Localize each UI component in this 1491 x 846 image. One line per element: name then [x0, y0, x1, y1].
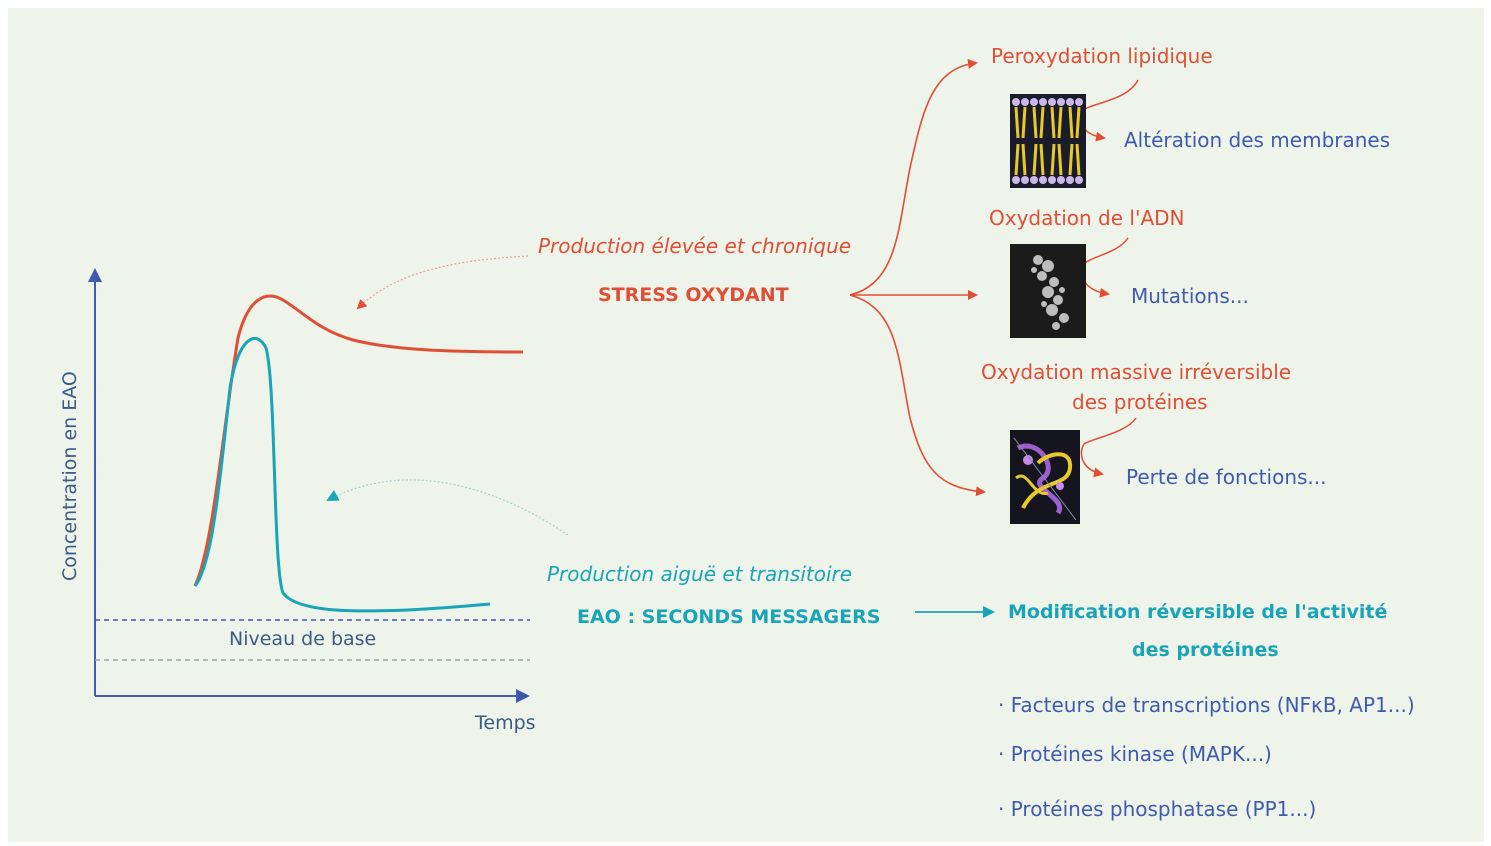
effect-3-cause-line1: Oxydation massive irréversible: [981, 360, 1292, 384]
example-text: Protéines kinase (MAPK...): [1010, 742, 1272, 766]
acute-production-curve: [193, 336, 491, 613]
diagram-graphics: [88, 58, 1139, 703]
chronic-production-curve: [193, 294, 524, 587]
x-axis-label: Temps: [475, 712, 536, 734]
messenger-title: EAO : SECONDS MESSAGERS: [577, 606, 881, 628]
graph-axes: [88, 268, 530, 703]
example-item: · Facteurs de transcriptions (NFκB, AP1.…: [998, 693, 1415, 717]
example-text: Protéines phosphatase (PP1...): [1010, 797, 1317, 821]
effect-1-consequence: Altération des membranes: [1124, 128, 1391, 152]
bullet-icon: ·: [998, 797, 1005, 821]
effect-2-cause: Oxydation de l'ADN: [989, 206, 1185, 230]
stress-effect-arrows: [849, 58, 986, 497]
acute-production-label: Production aiguë et transitoire: [547, 562, 853, 586]
dna-molecule-icon: [1010, 244, 1086, 338]
effect-1-cause: Peroxydation lipidique: [991, 44, 1213, 68]
effect-3-cause-line2: des protéines: [1072, 390, 1208, 414]
messenger-result-line1: Modification réversible de l'activité: [1008, 601, 1388, 623]
chronic-production-label: Production élevée et chronique: [538, 234, 852, 258]
effect-2-consequence: Mutations...: [1131, 284, 1249, 308]
example-text: Facteurs de transcriptions (NFκB, AP1...…: [1010, 693, 1415, 717]
baseline-label: Niveau de base: [229, 628, 377, 650]
example-item: · Protéines phosphatase (PP1...): [998, 797, 1316, 821]
stress-title: STRESS OXYDANT: [598, 284, 789, 306]
stress-pointer-arrow: [356, 255, 529, 310]
messenger-pointer-arrow: [326, 479, 569, 536]
protein-structure-icon: [1010, 430, 1080, 524]
example-item: · Protéines kinase (MAPK...): [998, 742, 1272, 766]
y-axis-label: Concentration en EAO: [59, 371, 81, 581]
bullet-icon: ·: [998, 742, 1005, 766]
diagram-panel: Concentration en EAO Temps Niveau de bas…: [8, 8, 1484, 842]
bullet-icon: ·: [998, 693, 1005, 717]
effect-3-consequence: Perte de fonctions...: [1126, 465, 1327, 489]
messenger-result-line2: des protéines: [1132, 639, 1279, 661]
lipid-bilayer-icon: [1010, 94, 1086, 188]
